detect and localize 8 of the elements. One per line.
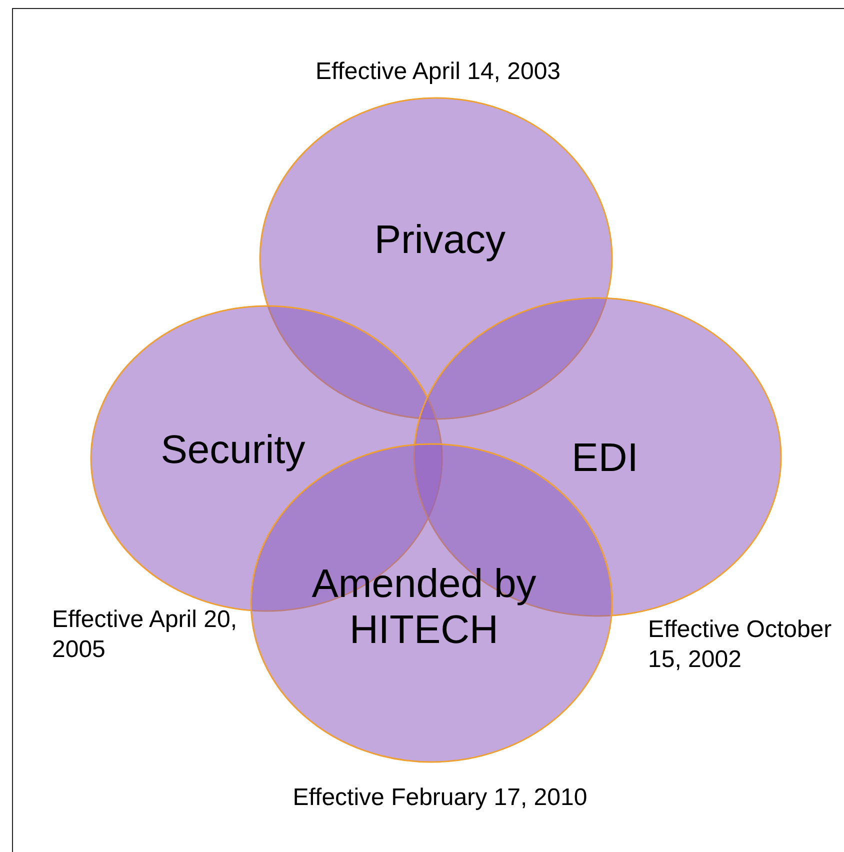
circle-label: Security [160,427,306,473]
effective-date-label: Effective February 17, 2010 [292,783,588,813]
circle-label: Amended by HITECH [310,561,538,653]
circle-label: EDI [570,435,640,481]
effective-date-label: Effective April 20, 2005 [52,605,238,665]
effective-date-label: Effective April 14, 2003 [314,57,562,87]
circle-label: Privacy [373,217,507,263]
effective-date-label: Effective October 15, 2002 [648,615,833,675]
